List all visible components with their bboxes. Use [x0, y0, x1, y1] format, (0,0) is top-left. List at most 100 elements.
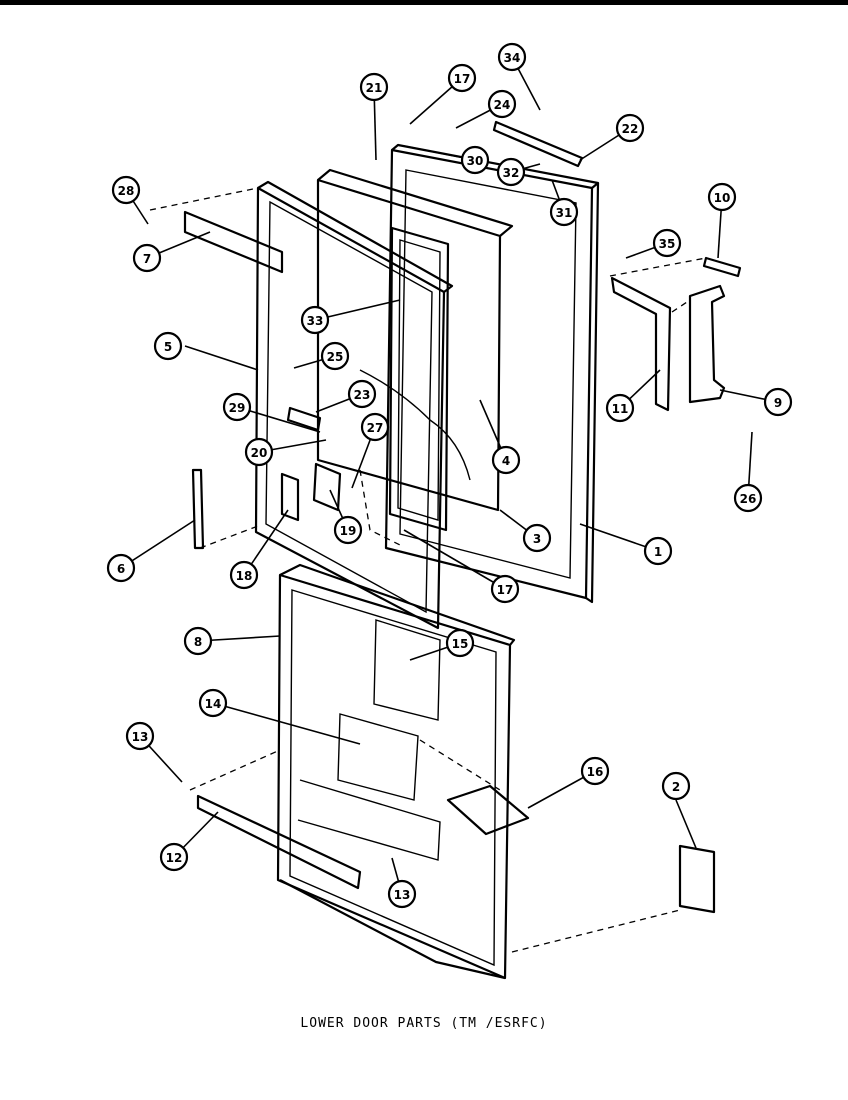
callout-number: 20: [251, 446, 268, 460]
callout-5: 5: [153, 331, 183, 361]
callout-circle: [605, 393, 635, 423]
callout-circle: [652, 228, 682, 258]
callout-circle: [360, 412, 390, 442]
callout-circle: [733, 483, 763, 513]
callout-33: 33: [300, 305, 330, 335]
callout-circle: [125, 721, 155, 751]
callout-16: 16: [580, 756, 610, 786]
callout-10: 10: [707, 182, 737, 212]
callout-number: 3: [533, 532, 541, 546]
callout-24: 24: [487, 89, 517, 119]
callout-circle: [183, 626, 213, 656]
callout-number: 1: [654, 545, 662, 559]
callout-circle: [153, 331, 183, 361]
callout-13: 13: [125, 721, 155, 751]
callout-number: 7: [143, 252, 151, 266]
callout-number: 6: [117, 562, 125, 576]
callout-35: 35: [652, 228, 682, 258]
callout-9: 9: [763, 387, 793, 417]
callout-8: 8: [183, 626, 213, 656]
callout-6: 6: [106, 553, 136, 583]
callout-number: 27: [367, 421, 384, 435]
callout-circle: [447, 63, 477, 93]
bottom-trim-rail: [196, 794, 362, 890]
callout-number: 25: [327, 350, 344, 364]
callout-circle: [244, 437, 274, 467]
callout-circle: [445, 628, 475, 658]
callout-31: 31: [549, 197, 579, 227]
outer-door-panel: [384, 143, 600, 604]
callout-28: 28: [111, 175, 141, 205]
callout-circle: [198, 688, 228, 718]
callout-number: 31: [556, 206, 573, 220]
callout-11: 11: [605, 393, 635, 423]
leader-lines: [120, 56, 779, 895]
top-trim-strip: [183, 210, 284, 274]
callout-circle: [549, 197, 579, 227]
callout-number: 21: [366, 81, 383, 95]
callout-circle: [300, 305, 330, 335]
callout-circle: [661, 771, 691, 801]
callout-circle: [359, 72, 389, 102]
callout-circle: [580, 756, 610, 786]
callout-number: 9: [774, 396, 782, 410]
callout-number: 11: [612, 402, 629, 416]
callout-circle: [763, 387, 793, 417]
callout-number: 12: [166, 851, 183, 865]
callout-number: 35: [659, 237, 676, 251]
callout-number: 30: [467, 154, 484, 168]
callout-circle: [106, 553, 136, 583]
callout-number: 5: [164, 340, 172, 354]
callout-32: 32: [496, 157, 526, 187]
callout-number: 13: [132, 730, 149, 744]
callout-circle: [333, 515, 363, 545]
shelf-tray: [446, 784, 530, 836]
callout-circle: [460, 145, 490, 175]
callout-29: 29: [222, 392, 252, 422]
callout-20: 20: [244, 437, 274, 467]
callout-circle: [643, 536, 673, 566]
callout-circle: [387, 879, 417, 909]
callout-23: 23: [347, 379, 377, 409]
callout-number: 18: [236, 569, 253, 583]
callout-1: 1: [643, 536, 673, 566]
callout-number: 22: [622, 122, 639, 136]
callout-17: 17: [490, 574, 520, 604]
callout-circle: [615, 113, 645, 143]
callout-21: 21: [359, 72, 389, 102]
callout-circle: [491, 445, 521, 475]
callout-circle: [522, 523, 552, 553]
callout-26: 26: [733, 483, 763, 513]
callout-number: 26: [740, 492, 757, 506]
callout-13: 13: [387, 879, 417, 909]
callout-number: 14: [205, 697, 222, 711]
side-trim-strip: [191, 468, 205, 550]
callout-number: 32: [503, 166, 520, 180]
callout-34: 34: [497, 42, 527, 72]
callout-circle: [132, 243, 162, 273]
diagram-caption: LOWER DOOR PARTS (TM /ESRFC): [300, 1016, 548, 1031]
callout-circle: [496, 157, 526, 187]
callout-circle: [159, 842, 189, 872]
callout-number: 15: [452, 637, 469, 651]
callout-number: 23: [354, 388, 371, 402]
callout-number: 8: [194, 635, 202, 649]
callout-circle: [320, 341, 350, 371]
callout-circle: [222, 392, 252, 422]
control-bracket: [280, 406, 342, 522]
callout-4: 4: [491, 445, 521, 475]
callout-number: 24: [494, 98, 511, 112]
callout-18: 18: [229, 560, 259, 590]
callout-number: 34: [504, 51, 521, 65]
callout-27: 27: [360, 412, 390, 442]
door-handle: [688, 284, 726, 404]
callout-circle: [347, 379, 377, 409]
insulation-block: [316, 168, 514, 512]
callout-number: 2: [672, 780, 680, 794]
callout-number: 19: [340, 524, 357, 538]
callout-17: 17: [447, 63, 477, 93]
gasket-strip: [678, 844, 716, 914]
callout-3: 3: [522, 523, 552, 553]
callout-circle: [490, 574, 520, 604]
